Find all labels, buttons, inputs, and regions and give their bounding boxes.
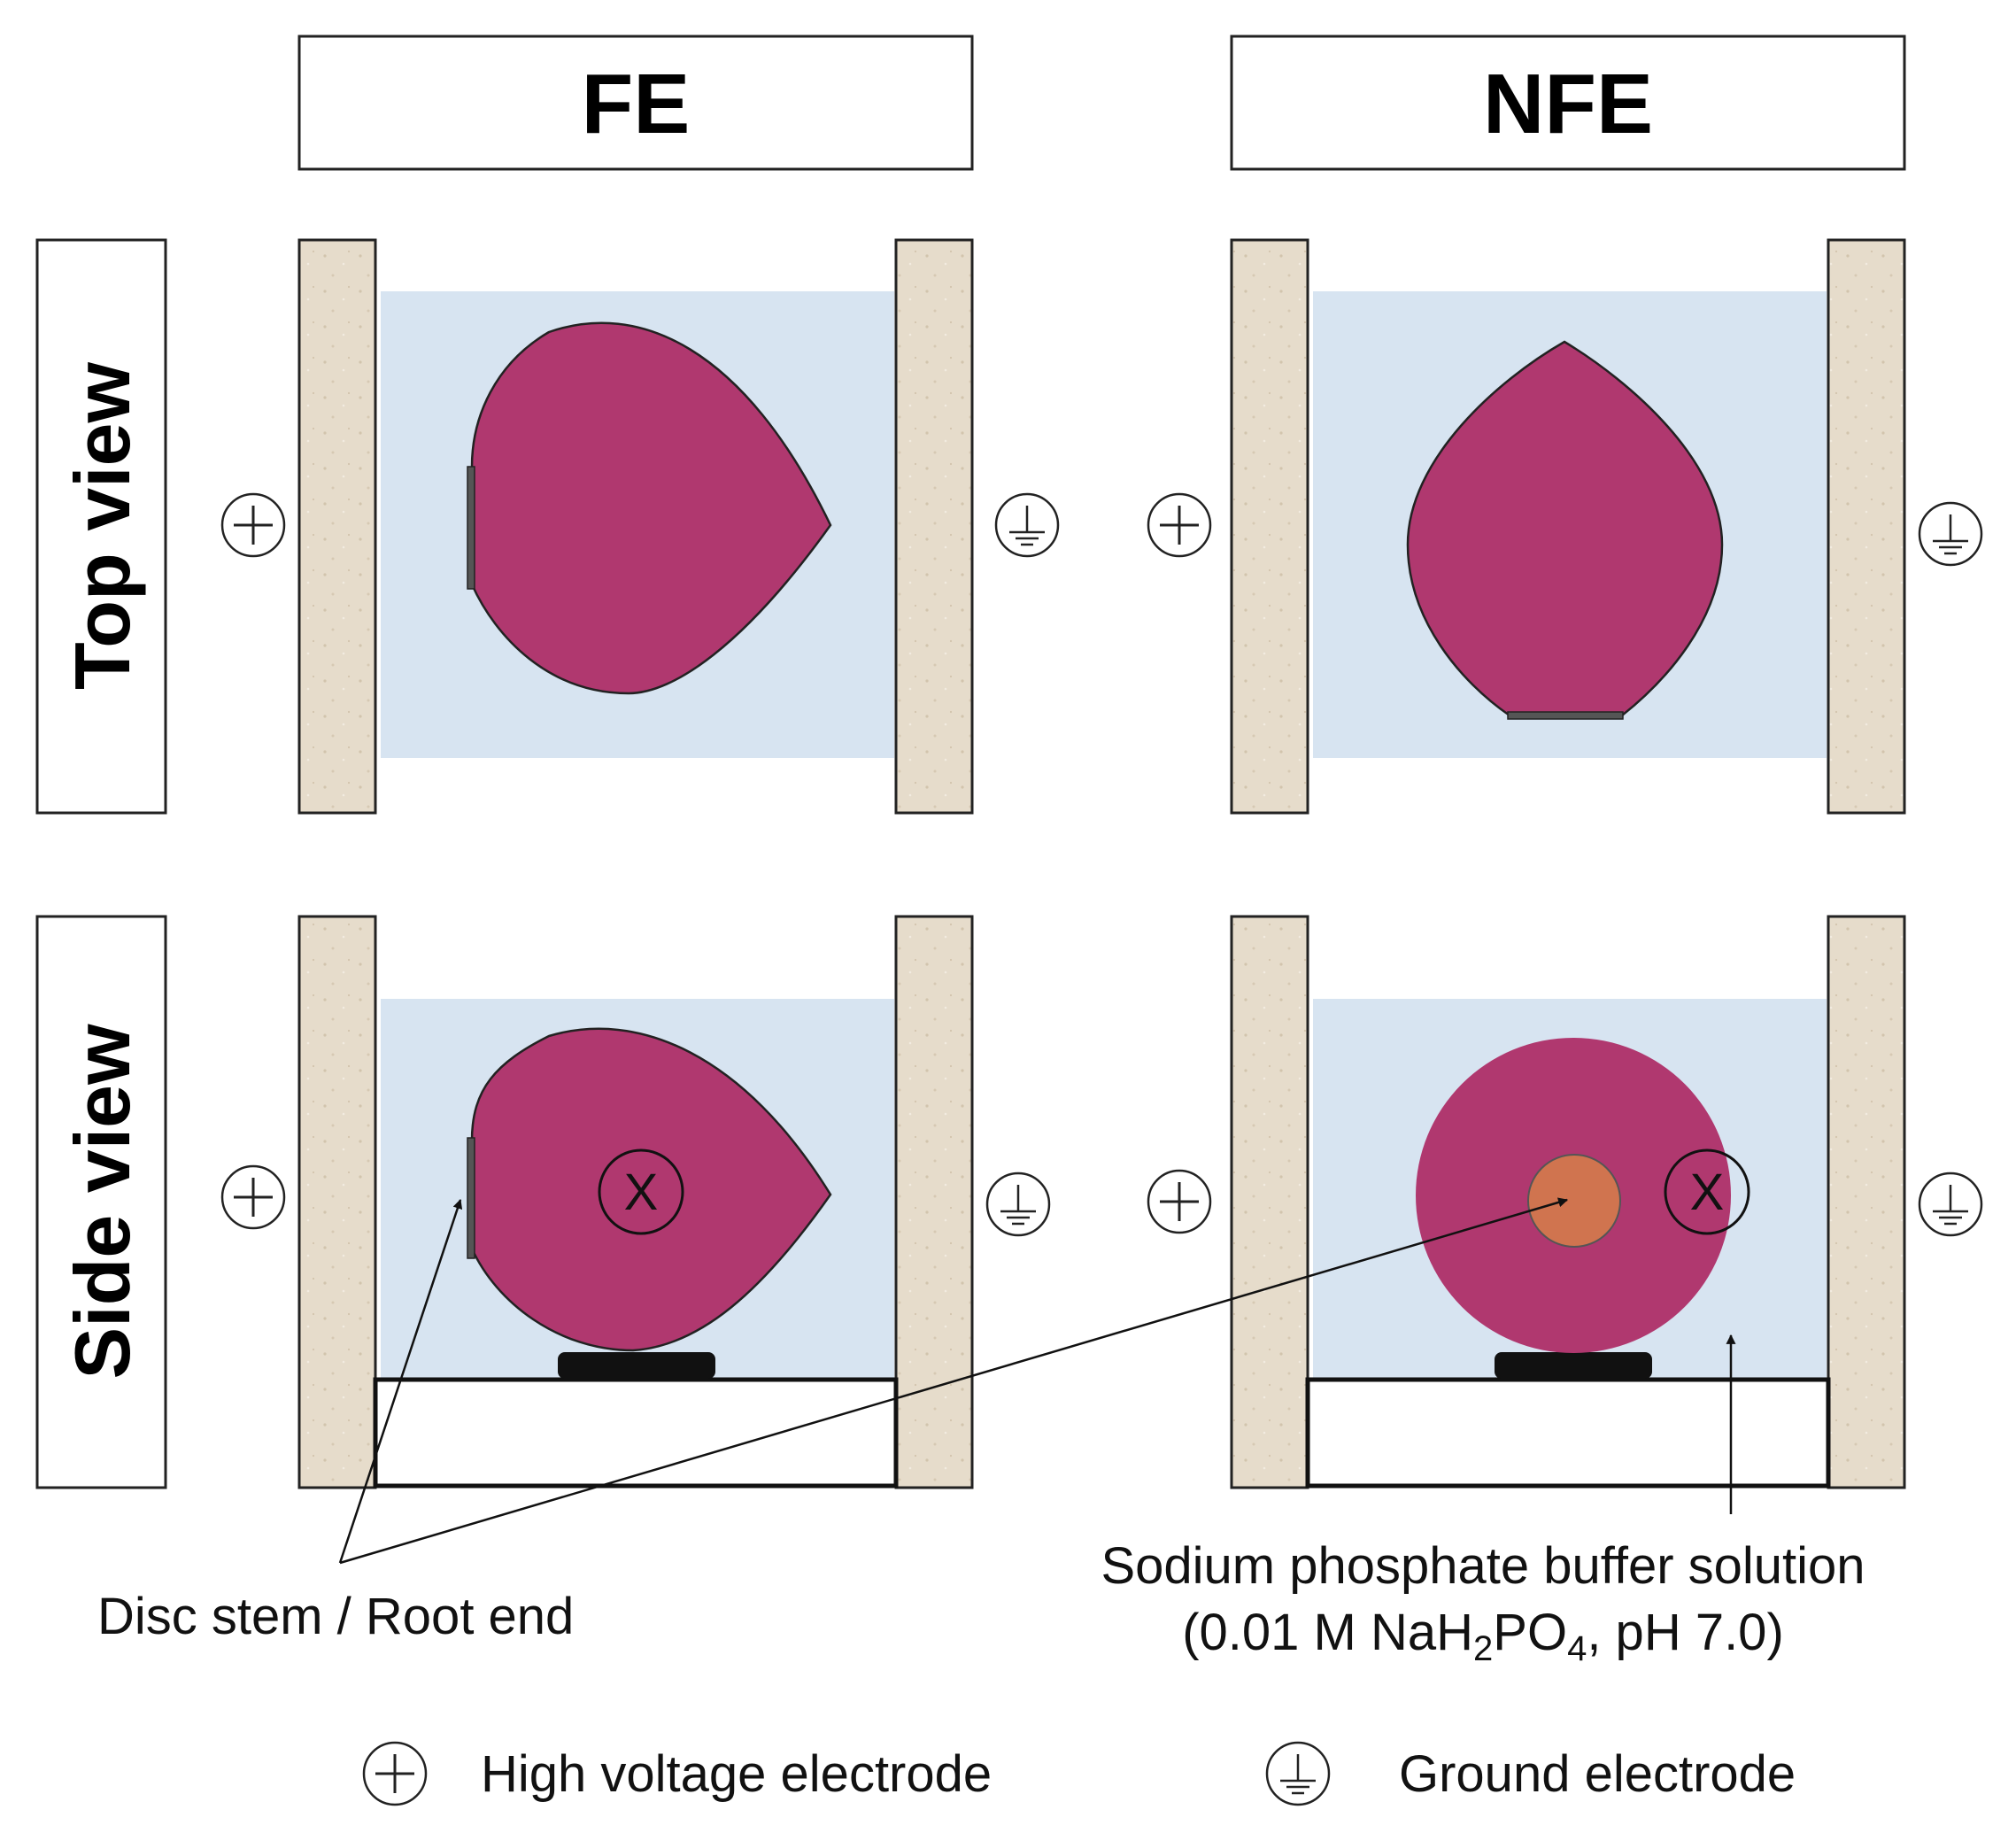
electrode-right [894,238,974,815]
disc-stem [467,1137,475,1259]
disc-stem-end [1527,1154,1621,1248]
column-header-fe-label: FE [582,57,691,151]
buffer-sub-4: 4 [1567,1629,1587,1668]
buffer-label-line2: (0.01 M NaH2PO4, pH 7.0) [1182,1604,1784,1668]
ground-icon [994,492,1060,558]
current-into-page-mark: X [624,1164,659,1221]
column-header-nfe: NFE [1230,35,1906,171]
electrode-left [1230,238,1309,815]
electrode-right [894,915,974,1489]
high-voltage-icon [1147,1169,1212,1234]
buffer-part-mid: PO [1493,1604,1567,1661]
buffer-label-line1: Sodium phosphate buffer solution [1101,1537,1865,1595]
buffer-part-post: , pH 7.0) [1587,1604,1783,1661]
legend-ground-label: Ground electrode [1399,1745,1796,1803]
current-into-page-icon [598,1148,684,1235]
legend-ground-icon [1265,1741,1331,1806]
current-into-page-icon [1664,1148,1750,1235]
electrode-left [1230,915,1309,1489]
sample-disc [470,1027,832,1352]
arrow-to-fe-stem [338,1198,463,1564]
sample-holder [558,1352,715,1379]
high-voltage-icon [1147,492,1212,558]
panel-fe-side: X [297,915,974,1489]
electrode-right [1827,238,1906,815]
sample-disc [470,321,832,695]
electrode-left [297,915,377,1489]
arrow-to-nfe-stem [339,1197,1569,1565]
buffer-part-pre: (0.01 M NaH [1182,1604,1473,1661]
high-voltage-icon [220,492,286,558]
column-header-fe: FE [297,35,974,171]
panel-fe-top [297,238,974,815]
sample-platform [373,1377,899,1489]
column-header-nfe-label: NFE [1483,57,1653,151]
disc-stem [467,466,475,590]
row-label-top-view-text: Top view [58,361,146,690]
legend-high-voltage-label: High voltage electrode [481,1745,992,1803]
sample-platform [1305,1377,1831,1489]
buffer-sub-2: 2 [1473,1629,1493,1668]
ground-icon [1918,1172,1983,1237]
electrode-left [297,238,377,815]
current-into-page-mark: X [1690,1164,1725,1221]
high-voltage-icon [220,1164,286,1230]
disc-stem-label: Disc stem / Root end [97,1588,574,1645]
electrode-right [1827,915,1906,1489]
ground-icon [985,1172,1051,1237]
sample-holder [1495,1352,1652,1379]
legend: High voltage electrode Ground electrode [362,1741,1796,1806]
panel-nfe-side: X [1230,915,1906,1489]
row-label-top-view: Top view [35,238,167,815]
panel-nfe-top [1230,238,1906,815]
disc-stem [1507,711,1624,720]
legend-high-voltage-icon [362,1741,428,1806]
ground-icon [1918,501,1983,567]
row-label-side-view-text: Side view [58,1024,146,1380]
row-label-side-view: Side view [35,915,167,1489]
